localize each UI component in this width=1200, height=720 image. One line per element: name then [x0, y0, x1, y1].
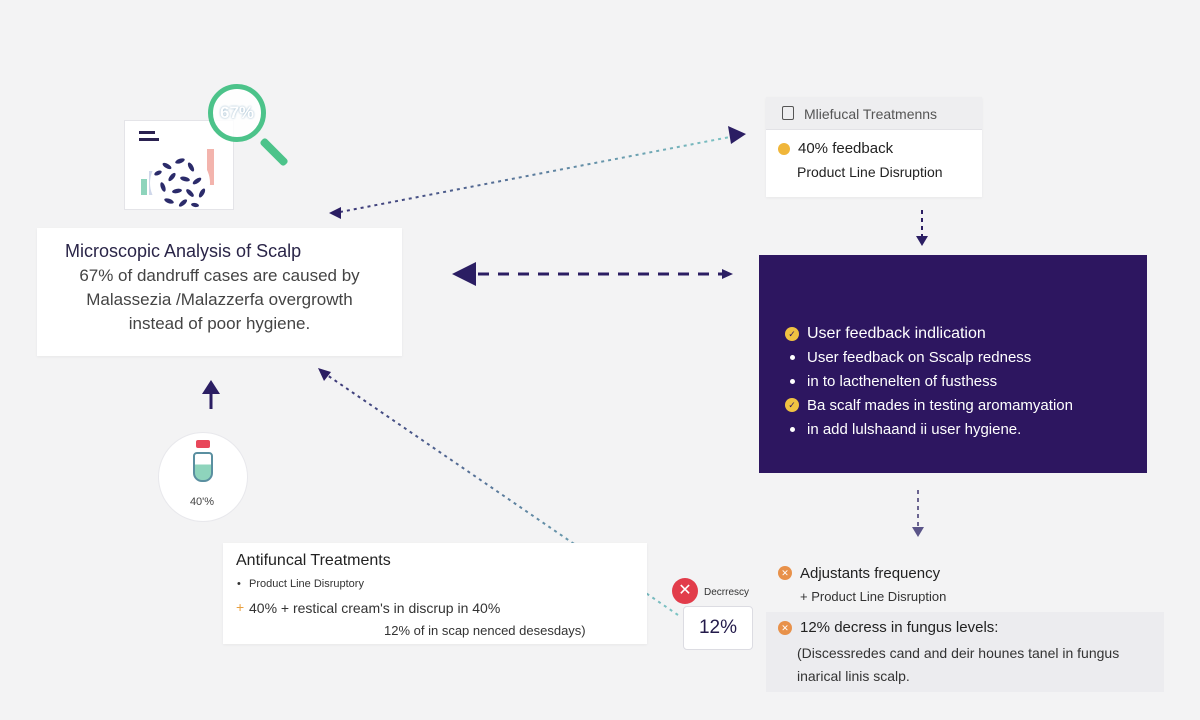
treatment-top-disruption: Product Line Disruption	[797, 164, 943, 180]
decrease-percent: 12%	[683, 606, 753, 650]
treatment-top-header: Mliefucal Treatmenns	[766, 97, 982, 130]
feedback-heading: User feedback indlication	[807, 325, 986, 342]
thumb-line	[139, 138, 159, 141]
feedback-item: in add lulshaand ii user hygiene.	[807, 421, 1022, 438]
clipboard-icon	[782, 106, 794, 120]
thumb-line	[139, 131, 155, 134]
check-badge-icon: ✓	[785, 327, 799, 341]
analysis-line: 67% of dandruff cases are caused by	[79, 266, 360, 285]
treatment-top-title: Mliefucal Treatmenns	[804, 106, 938, 122]
close-icon: ✕	[672, 578, 698, 604]
fungus-card	[766, 612, 1164, 692]
fungus-icon: ✕	[778, 621, 792, 635]
arrow-feedback-to-adjust	[912, 490, 924, 537]
antifungal-card: Antifuncal Treatments • Product Line Dis…	[223, 543, 647, 644]
feedback-item: Ba scalf mades in testing aromamyation	[807, 397, 1073, 414]
analysis-line: instead of poor hygiene.	[128, 314, 311, 333]
status-dot	[778, 143, 790, 155]
bullet-icon	[790, 379, 795, 384]
arrow-bidirectional-main	[452, 262, 733, 286]
treatment-top-feedback: 40% feedback	[798, 140, 894, 157]
bacteria-cluster-icon	[141, 149, 214, 209]
fungus-title: 12% decress in fungus levels:	[800, 619, 999, 636]
bullet-icon	[790, 427, 795, 432]
fungus-line: (Discessredes cand and deir hounes tanel…	[797, 645, 1120, 661]
antifungal-title: Antifuncal Treatments	[236, 552, 391, 569]
bottle-percent: 40'%	[189, 496, 215, 508]
antifungal-line: 12% of in scap nenced desesdays)	[384, 623, 586, 638]
arrow-top-card-to-feedback	[916, 210, 928, 246]
bottle-icon	[193, 452, 213, 482]
bullet-icon	[790, 355, 795, 360]
check-badge-icon: ✓	[785, 398, 799, 412]
feedback-item: in to lacthenelten of fusthess	[807, 373, 998, 390]
fungus-line: inarical linis scalp.	[797, 668, 910, 684]
analysis-line: Malassezia /Malazzerfa overgrowth	[86, 290, 353, 309]
feedback-item: User feedback on Sscalp redness	[807, 349, 1032, 366]
adjust-icon: ✕	[778, 566, 792, 580]
bullet-icon: +	[236, 599, 245, 615]
analysis-card: Microscopic Analysis of Scalp 67% of dan…	[37, 228, 402, 356]
antifungal-line: 40% + restical cream's in discrup in 40%	[249, 600, 501, 616]
decrease-label: Decrrescy	[704, 587, 750, 598]
microscope-image	[124, 120, 234, 210]
arrow-bottle-up	[202, 380, 220, 409]
adjust-subtitle: + Product Line Disruption	[800, 589, 947, 604]
adjust-title: Adjustants frequency	[800, 565, 941, 582]
feedback-card: ✓ User feedback indlication User feedbac…	[759, 255, 1147, 473]
analysis-title: Microscopic Analysis of Scalp	[65, 241, 302, 261]
magnifier-icon: 67%	[208, 84, 266, 142]
magnifier-percent: 67%	[219, 103, 255, 122]
antifungal-line: Product Line Disruptory	[249, 578, 364, 590]
arrow-analysis-to-top-card	[329, 126, 746, 219]
treatment-top-card: Mliefucal Treatmenns 40% feedback Produc…	[766, 97, 982, 197]
bullet-icon: •	[237, 578, 241, 590]
bottle-cap	[196, 440, 210, 448]
